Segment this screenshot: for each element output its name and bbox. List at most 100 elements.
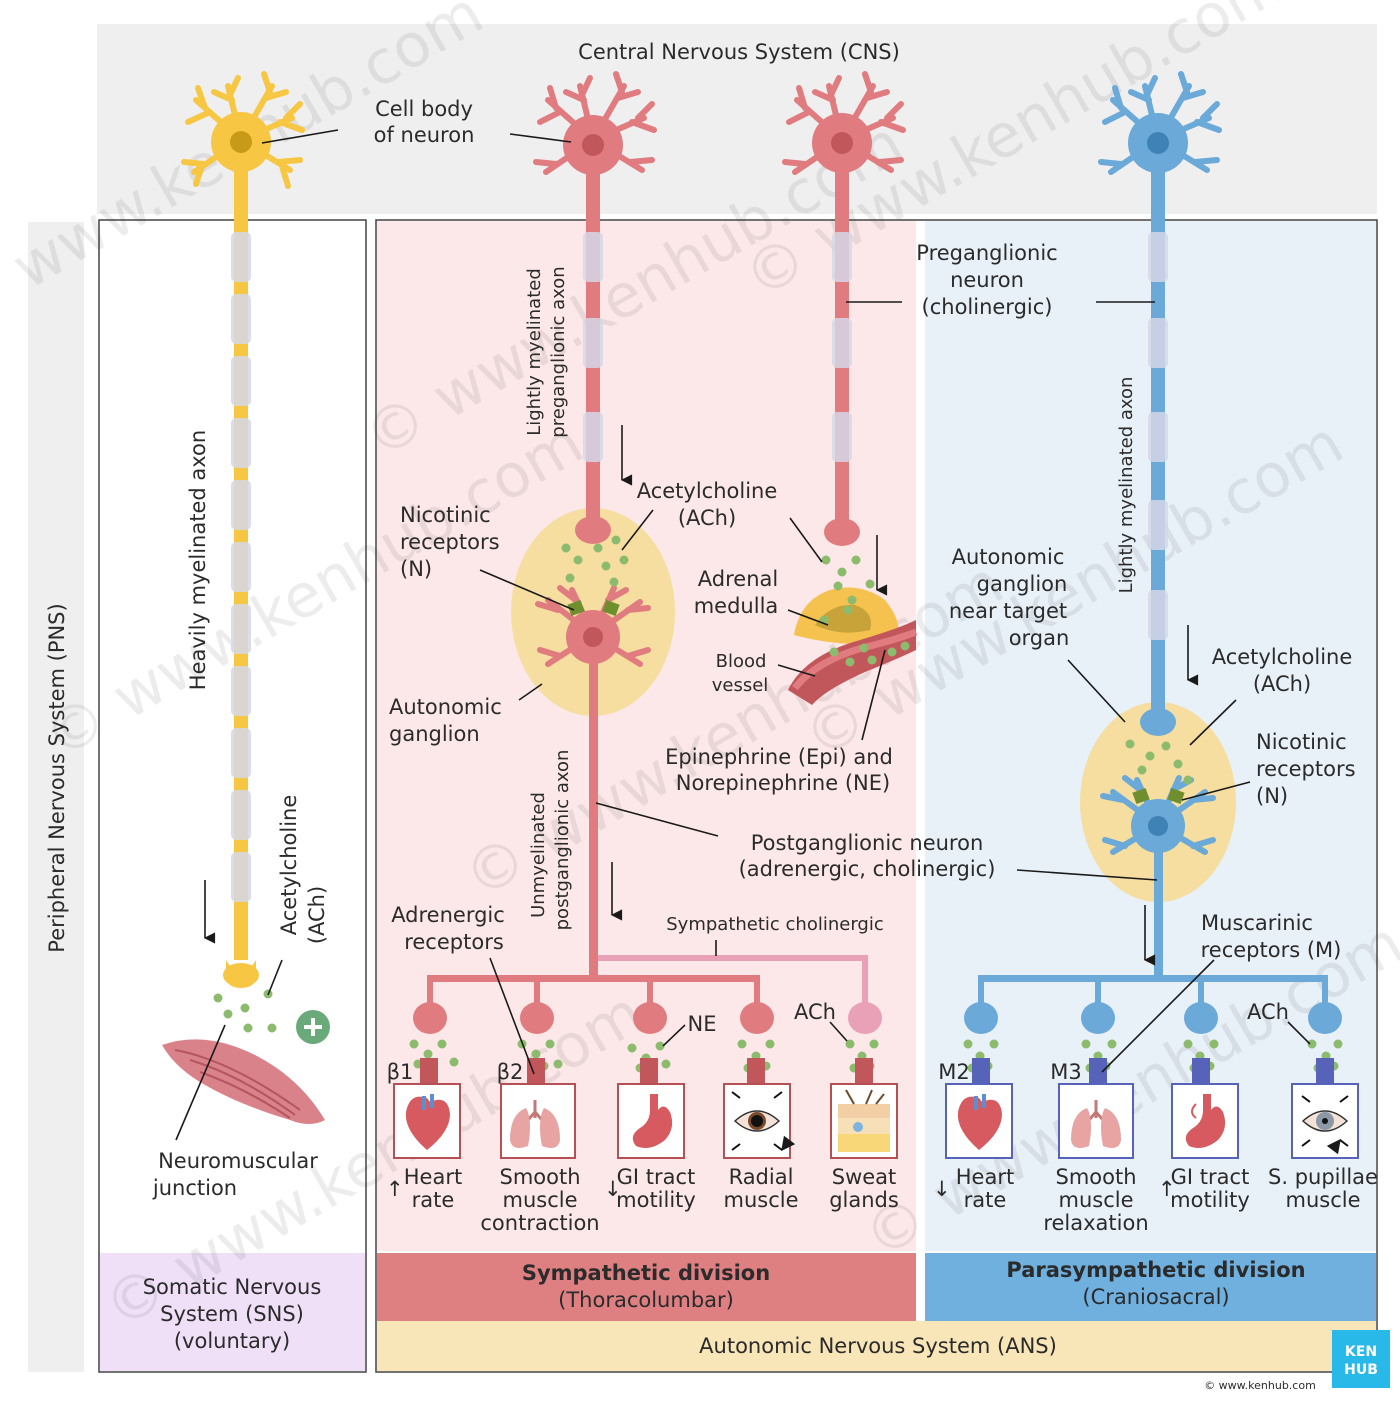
neurotransmitter-dot: [901, 642, 910, 651]
target-caption-line1: Smooth: [1055, 1165, 1136, 1189]
neurotransmitter-dot: [241, 1004, 250, 1013]
sympathetic-title: Sympathetic division: [522, 1261, 770, 1285]
blood-vessel-label-2: vessel: [712, 675, 769, 696]
somatic-title-3: (voluntary): [174, 1329, 290, 1353]
neurotransmitter-dot: [612, 536, 621, 545]
sympathetic-subtitle: (Thoracolumbar): [558, 1288, 734, 1312]
adrenal-label-2: medulla: [694, 594, 779, 618]
para-ach-label-2: (ACh): [1253, 672, 1311, 696]
target-caption-line2: muscle: [723, 1188, 798, 1212]
target-caption-line2: muscle: [1058, 1188, 1133, 1212]
epi-label-2: Norepinephrine (NE): [676, 771, 890, 795]
ans-title: Autonomic Nervous System (ANS): [699, 1334, 1057, 1358]
autonomic-ganglion-label: Autonomic: [389, 695, 502, 719]
neurotransmitter-dot: [546, 1040, 555, 1049]
neurotransmitter-dot: [848, 596, 857, 605]
adrenal-label: Adrenal: [698, 567, 778, 591]
lightly-para-label: Lightly myelinated axon: [1116, 377, 1137, 594]
neurotransmitter-dot: [1138, 766, 1147, 775]
neurotransmitter-dot: [554, 1060, 563, 1069]
neurotransmitter-dot: [566, 574, 575, 583]
nmj-label: Neuromuscular: [158, 1149, 318, 1173]
near-ganglion-label-3: near target: [949, 599, 1067, 623]
neurotransmitter-dot: [834, 582, 843, 591]
neurotransmitter-dot: [594, 544, 603, 553]
excitatory-plus-icon: [296, 1010, 330, 1044]
near-ganglion-label-4: organ: [1009, 626, 1070, 650]
somatic-ach-label-2: (ACh): [305, 886, 329, 944]
myelin-segment: [1148, 412, 1168, 462]
target-caption-line1: Sweat: [832, 1165, 897, 1189]
muscarinic-label: Muscarinic: [1201, 911, 1313, 935]
neurotransmitter-dot: [830, 648, 839, 657]
neurotransmitter-dot: [844, 606, 853, 615]
myelin-segment: [231, 480, 251, 530]
myelin-segment: [231, 542, 251, 592]
myelin-segment: [1148, 590, 1168, 640]
symp-ach-label-2: (ACh): [678, 506, 736, 530]
myelin-segment: [231, 666, 251, 716]
beta1-label: β1: [387, 1060, 414, 1084]
near-ganglion-label-2: ganglion: [977, 572, 1068, 596]
target-box-lungs-para: [1059, 1084, 1133, 1158]
myelin-segment: [832, 232, 852, 282]
symp-ach-label: Acetylcholine: [637, 479, 778, 503]
neurotransmitter-dot: [1162, 742, 1171, 751]
myelin-segment: [583, 318, 603, 368]
myelin-segment: [231, 790, 251, 840]
neurotransmitter-dot: [868, 656, 877, 665]
neurotransmitter-dot: [1174, 760, 1183, 769]
myelin-segment: [231, 418, 251, 468]
neurotransmitter-dot: [244, 1024, 253, 1033]
para-nicotinic-label: Nicotinic: [1256, 730, 1347, 754]
nicotinic-label: Nicotinic: [400, 503, 491, 527]
postganglionic-label: Postganglionic neuron: [751, 831, 984, 855]
neurotransmitter-dot: [838, 568, 847, 577]
preganglionic-label: Preganglionic: [916, 241, 1057, 265]
symp-cholinergic-label: Sympathetic cholinergic: [666, 914, 884, 935]
adrenergic-label: Adrenergic: [391, 903, 505, 927]
myelin-segment: [231, 604, 251, 654]
myelin-segment: [583, 232, 603, 282]
neurotransmitter-dot: [852, 556, 861, 565]
preganglionic-label-3: (cholinergic): [922, 295, 1053, 319]
target-caption-line1: GI tract: [1171, 1165, 1250, 1189]
target-caption-line1: Heart: [404, 1165, 462, 1189]
myelin-segment: [231, 852, 251, 902]
neurotransmitter-dot: [1184, 776, 1193, 785]
ne-label: NE: [688, 1012, 717, 1036]
neurotransmitter-dot: [1334, 1040, 1343, 1049]
neurotransmitter-dot: [574, 556, 583, 565]
unmyelinated-label: Unmyelinated: [528, 792, 549, 918]
neurotransmitter-dot: [628, 1044, 637, 1053]
neurotransmitter-dot: [766, 1040, 775, 1049]
adrenergic-label-2: receptors: [404, 930, 504, 954]
near-ganglion-label: Autonomic: [952, 545, 1065, 569]
myelin-segment: [583, 412, 603, 462]
neurotransmitter-dot: [1108, 1040, 1117, 1049]
heavily-myelinated-label: Heavily myelinated axon: [186, 430, 210, 690]
neurotransmitter-dot: [964, 1040, 973, 1049]
neurotransmitter-dot: [214, 994, 223, 1003]
pns-title: Peripheral Nervous System (PNS): [45, 603, 69, 952]
neurotransmitter-dot: [1126, 740, 1135, 749]
target-caption-line3: relaxation: [1043, 1211, 1148, 1235]
myelin-segment: [832, 412, 852, 462]
beta2-label: β2: [497, 1060, 524, 1084]
target-caption-line2: muscle: [502, 1188, 577, 1212]
target-caption-line1: S. pupillae: [1268, 1165, 1378, 1189]
neurotransmitter-dot: [620, 556, 629, 565]
nmj-label-2: junction: [152, 1176, 237, 1200]
neurotransmitter-dot: [438, 1040, 447, 1049]
neurotransmitter-dot: [224, 1010, 233, 1019]
target-caption-line2: motility: [1170, 1188, 1250, 1212]
neurotransmitter-dot: [888, 648, 897, 657]
neurotransmitter-dot: [738, 1040, 747, 1049]
lightly-pre-label-2: preganglionic axon: [548, 266, 569, 437]
myelin-segment: [231, 728, 251, 778]
target-box-lungs-symp: [501, 1084, 575, 1158]
cell-body-label: Cell body: [375, 97, 473, 121]
lightly-pre-label: Lightly myelinated: [524, 268, 545, 436]
